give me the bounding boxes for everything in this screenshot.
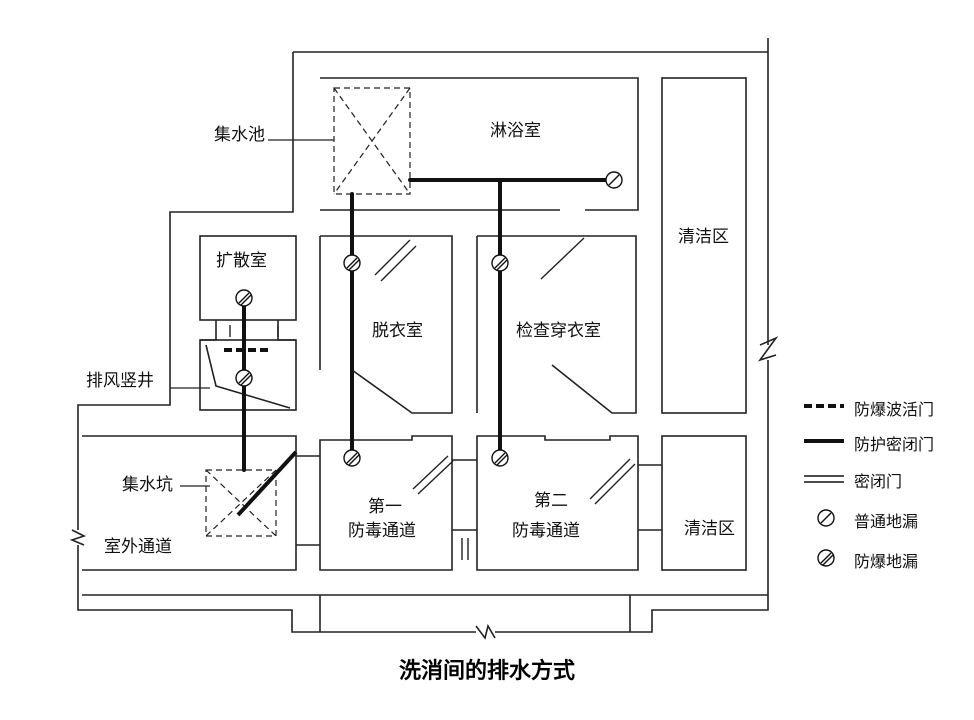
explosion-drain-6 (235, 369, 253, 387)
first-antitoxic-label-1: 第一 (368, 497, 402, 517)
explosion-drain-4 (491, 449, 509, 467)
explosion-drain-3 (343, 449, 361, 467)
outer-wall (77, 38, 769, 633)
explosion-drain-5 (235, 289, 253, 307)
water-tank-box (333, 87, 411, 195)
clean-zone-2-wall (661, 435, 747, 571)
undress-room-label: 脱衣室 (372, 321, 423, 341)
diffusion-room-wall (199, 235, 297, 321)
shower-room-label: 淋浴室 (490, 121, 541, 141)
break-mark (757, 336, 779, 362)
second-antitoxic-label-1: 第二 (534, 491, 568, 511)
legend-normal-drain-symbol (817, 509, 835, 527)
first-antitoxic-wall (319, 435, 453, 571)
sump-pit-label: 集水坑 (122, 475, 173, 495)
exhaust-shaft-label: 排风竖井 (86, 371, 154, 391)
undress-room-wall (319, 235, 453, 414)
outdoor-passage-wall (82, 435, 297, 571)
clean-zone-1-label: 清洁区 (678, 227, 729, 247)
second-antitoxic-label-2: 防毒通道 (512, 521, 580, 541)
explosion-drain-1 (343, 254, 361, 272)
shower-room-wall (320, 77, 639, 211)
exhaust-shaft-wall (199, 339, 297, 411)
inspect-room-label: 检查穿衣室 (516, 321, 601, 341)
legend-explosion-drain-label: 防爆地漏 (854, 552, 919, 571)
water-tank-label: 集水池 (214, 125, 265, 145)
sump-pit-box (205, 469, 277, 537)
inspect-room-wall (476, 235, 637, 414)
explosion-drain-2 (491, 254, 509, 272)
airtight-door-1 (374, 239, 417, 282)
airtight-door-4 (589, 458, 636, 505)
legend-explosion-drain-symbol (817, 549, 835, 567)
water-tank-cross (333, 87, 411, 195)
normal-drain-shower (605, 171, 623, 189)
airtight-door-5 (461, 538, 469, 560)
protective-airtight-door-sump (236, 450, 298, 517)
first-antitoxic-label-2: 防毒通道 (348, 521, 416, 541)
sump-pit-cross (205, 469, 277, 537)
legend-protective-door-label: 防护密闭门 (854, 435, 935, 454)
airtight-door-2 (540, 237, 585, 280)
break-mark (475, 623, 496, 640)
break-mark (69, 529, 87, 546)
second-antitoxic-wall (476, 435, 639, 571)
legend-airtight-door-symbol (804, 475, 844, 483)
clean-zone-2-label: 清洁区 (684, 519, 735, 539)
diagram-caption: 洗消间的排水方式 (398, 659, 575, 684)
airtight-door-6 (229, 325, 279, 337)
clean-zone-1-wall (661, 77, 747, 414)
legend-blast-valve-label: 防爆波活门 (854, 400, 935, 419)
outdoor-passage-label: 室外通道 (104, 537, 172, 557)
legend-airtight-door-label: 密闭门 (854, 472, 903, 491)
diffusion-room-label: 扩散室 (216, 251, 267, 271)
legend-normal-drain-label: 普通地漏 (854, 512, 919, 531)
airtight-door-3 (412, 455, 454, 495)
